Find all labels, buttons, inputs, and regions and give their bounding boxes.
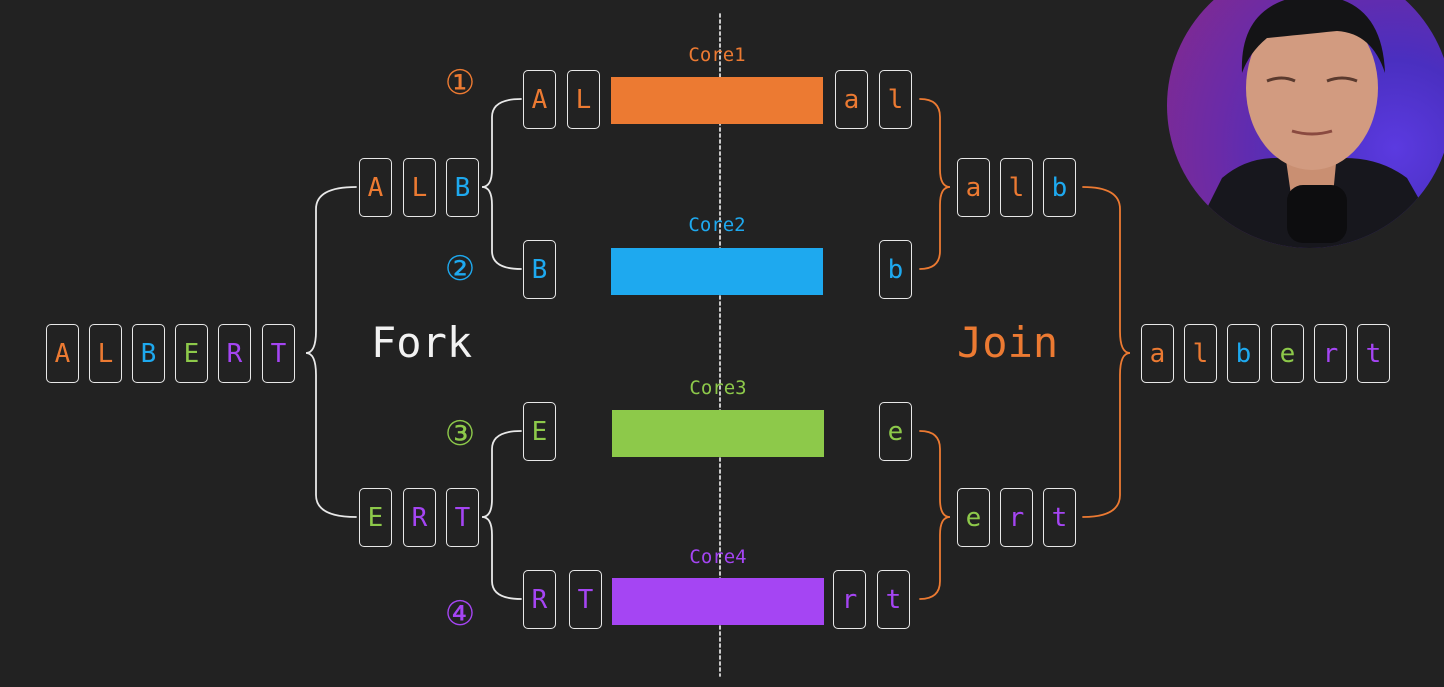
core2-label: Core2 bbox=[688, 214, 746, 236]
task-marker-3: ③ bbox=[444, 414, 476, 454]
core2-bar bbox=[611, 248, 823, 295]
join-brace-main bbox=[1082, 186, 1131, 518]
char-cell-join-top: l bbox=[1000, 158, 1033, 217]
char-cell-input: T bbox=[262, 324, 295, 383]
char-cell-input: B bbox=[132, 324, 165, 383]
fork-brace-bottom bbox=[481, 430, 522, 600]
core1-label: Core1 bbox=[688, 44, 746, 66]
task-marker-1: ① bbox=[444, 63, 476, 103]
char-cell-output: e bbox=[1271, 324, 1304, 383]
char-cell-output: r bbox=[1314, 324, 1347, 383]
char-cell-task3-in: E bbox=[523, 402, 556, 461]
char-cell-join-top: b bbox=[1043, 158, 1076, 217]
char-cell-join-top: a bbox=[957, 158, 990, 217]
char-cell-output: a bbox=[1141, 324, 1174, 383]
char-cell-task2-in: B bbox=[523, 240, 556, 299]
char-cell-task4-out: r bbox=[833, 570, 866, 629]
join-brace-top bbox=[919, 98, 951, 270]
core1-bar bbox=[611, 77, 823, 124]
char-cell-join-bottom: r bbox=[1000, 488, 1033, 547]
fork-brace-top bbox=[481, 98, 522, 270]
char-cell-task1-out: l bbox=[879, 70, 912, 129]
char-cell-task1-out: a bbox=[835, 70, 868, 129]
char-cell-input: E bbox=[175, 324, 208, 383]
task-marker-4: ④ bbox=[444, 594, 476, 634]
char-cell-input: A bbox=[46, 324, 79, 383]
char-cell-task4-out: t bbox=[877, 570, 910, 629]
char-cell-input: R bbox=[218, 324, 251, 383]
char-cell-output: t bbox=[1357, 324, 1390, 383]
join-brace-bottom bbox=[919, 430, 951, 600]
char-cell-split-top: L bbox=[403, 158, 436, 217]
char-cell-task2-out: b bbox=[879, 240, 912, 299]
char-cell-split-bottom: T bbox=[446, 488, 479, 547]
fork-label: Fork bbox=[371, 318, 473, 367]
char-cell-task4-in: T bbox=[569, 570, 602, 629]
char-cell-split-top: B bbox=[446, 158, 479, 217]
core4-bar bbox=[612, 578, 824, 625]
char-cell-task3-out: e bbox=[879, 402, 912, 461]
core3-bar bbox=[612, 410, 824, 457]
presenter-webcam bbox=[1167, 0, 1444, 248]
join-label: Join bbox=[957, 318, 1059, 367]
char-cell-join-bottom: e bbox=[957, 488, 990, 547]
char-cell-task1-in: A bbox=[523, 70, 556, 129]
char-cell-join-bottom: t bbox=[1043, 488, 1076, 547]
char-cell-task1-in: L bbox=[567, 70, 600, 129]
char-cell-task4-in: R bbox=[523, 570, 556, 629]
char-cell-input: L bbox=[89, 324, 122, 383]
char-cell-split-top: A bbox=[359, 158, 392, 217]
char-cell-output: b bbox=[1227, 324, 1260, 383]
char-cell-split-bottom: R bbox=[403, 488, 436, 547]
core4-label: Core4 bbox=[689, 546, 747, 568]
char-cell-split-bottom: E bbox=[359, 488, 392, 547]
core3-label: Core3 bbox=[689, 377, 747, 399]
task-marker-2: ② bbox=[444, 249, 476, 289]
char-cell-output: l bbox=[1184, 324, 1217, 383]
fork-brace-main bbox=[305, 186, 357, 518]
